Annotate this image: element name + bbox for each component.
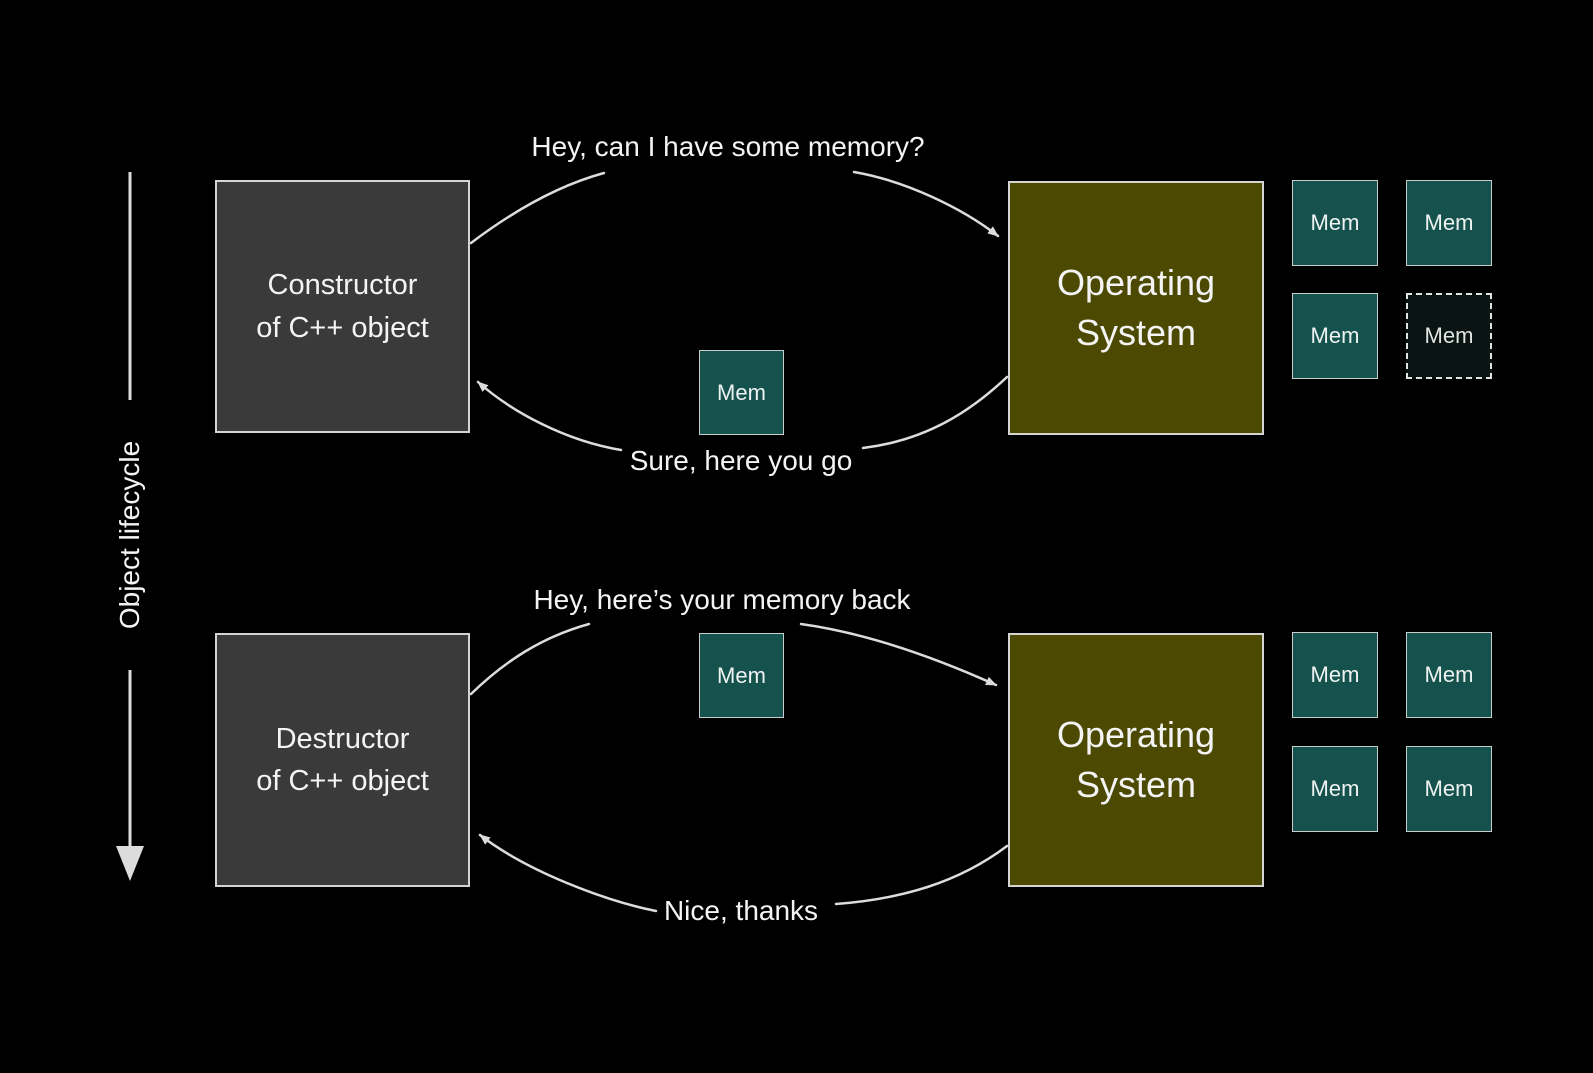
destructor-box: Destructor of C++ object [215, 633, 470, 887]
arrow-return-memory [469, 622, 998, 696]
mem-label: Mem [1424, 323, 1474, 348]
mem-label: Mem [717, 379, 766, 405]
operating-system-box-bottom: Operating System [1008, 633, 1264, 887]
mem-label: Mem [1424, 776, 1474, 801]
operating-system-box-top: Operating System [1008, 181, 1264, 435]
arrow-request-memory [469, 170, 1000, 245]
transferred-mem-box-top: Mem [699, 350, 784, 435]
mem-label: Mem [1310, 662, 1360, 687]
arrow-thanks [478, 833, 1009, 913]
lifecycle-arrow [116, 172, 144, 881]
mem-label: Mem [1310, 323, 1360, 348]
lifecycle-axis-label: Object lifecycle [114, 440, 145, 630]
mem-cell: Mem [1406, 746, 1492, 832]
mem-label: Mem [717, 662, 766, 688]
constructor-box: Constructor of C++ object [215, 180, 470, 433]
transferred-mem-box-bottom: Mem [699, 633, 784, 718]
os-memory-grid-top: Mem Mem Mem Mem [1292, 180, 1492, 379]
mem-cell-allocated-away: Mem [1406, 293, 1492, 379]
mem-cell: Mem [1406, 180, 1492, 266]
mem-label: Mem [1424, 662, 1474, 687]
thanks-label: Nice, thanks [663, 895, 819, 926]
mem-cell: Mem [1292, 746, 1378, 832]
arrow-give-memory [476, 375, 1009, 452]
mem-cell: Mem [1292, 180, 1378, 266]
mem-label: Mem [1310, 210, 1360, 235]
mem-label: Mem [1424, 210, 1474, 235]
return-memory-label: Hey, here’s your memory back [533, 584, 911, 615]
os-memory-grid-bottom: Mem Mem Mem Mem [1292, 632, 1492, 832]
mem-cell: Mem [1406, 632, 1492, 718]
mem-cell: Mem [1292, 293, 1378, 379]
mem-label: Mem [1310, 776, 1360, 801]
request-memory-label: Hey, can I have some memory? [531, 131, 925, 162]
give-memory-label: Sure, here you go [629, 445, 853, 476]
mem-cell: Mem [1292, 632, 1378, 718]
